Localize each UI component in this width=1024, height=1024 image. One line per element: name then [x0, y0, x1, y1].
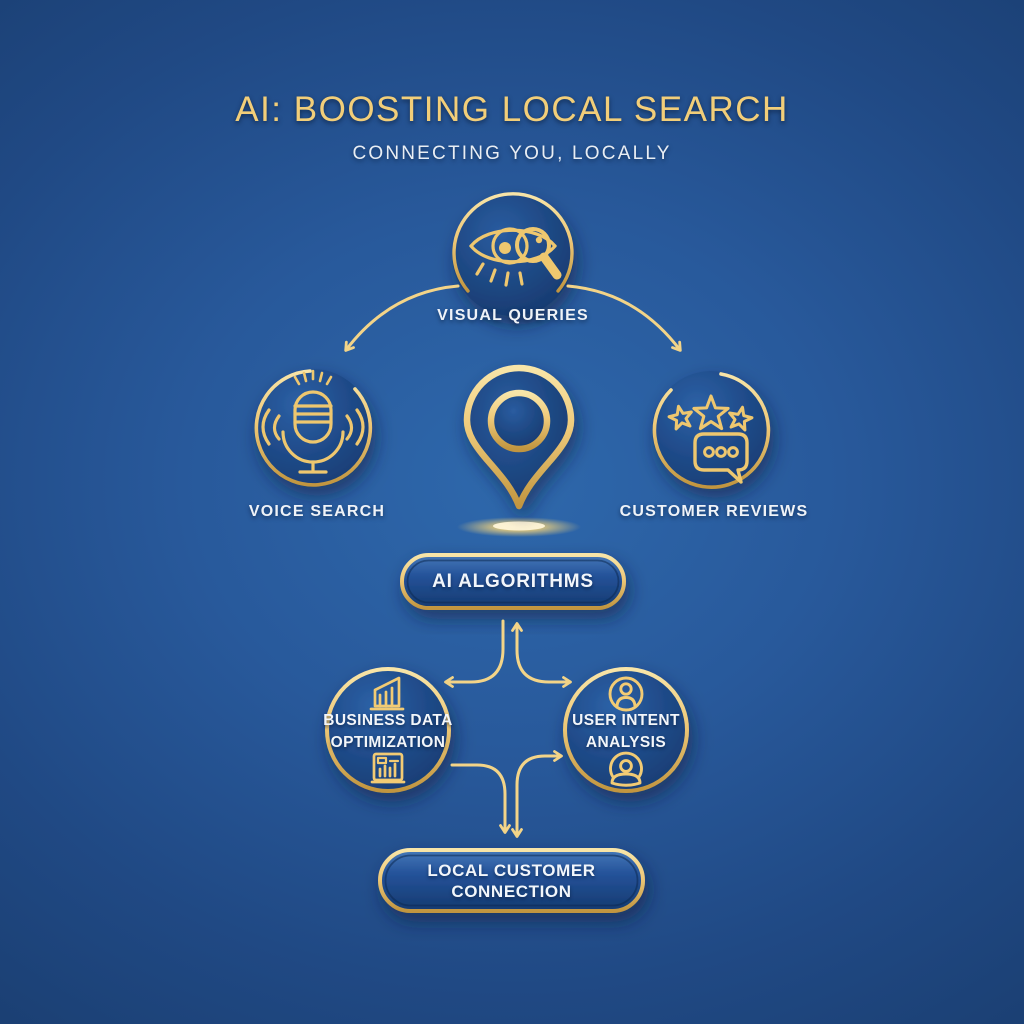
customer-reviews-node [652, 371, 771, 489]
local-customer-line1: LOCAL CUSTOMER [427, 860, 596, 880]
arrow-visual-to-reviews [566, 284, 682, 352]
user-intent-line2: ANALYSIS [585, 734, 667, 751]
growth-bar-chart-icon [369, 676, 405, 711]
user-intent-node [563, 667, 689, 793]
microphone-icon [261, 369, 365, 474]
arrow-to-user-intent-and-up [511, 622, 572, 688]
ai-algorithms-label: AI ALGORITHMS [432, 570, 594, 592]
voice-search-node [254, 369, 373, 487]
local-customer-pill [378, 848, 645, 913]
framed-bar-chart-icon [370, 752, 406, 784]
location-pin-node [457, 364, 581, 537]
business-data-line1: BUSINESS DATA [323, 712, 453, 729]
eye-magnifier-icon [469, 227, 562, 287]
user-avatar-icon [608, 676, 644, 712]
flow-arrows-lower [450, 750, 563, 838]
visual-queries-label: VISUAL QUERIES [437, 307, 589, 324]
business-data-node [325, 667, 451, 793]
user-scan-icon [609, 751, 643, 787]
stars-speech-bubble-icon [665, 394, 756, 484]
arrow-to-user-intent-and-down [511, 750, 563, 838]
arrow-visual-to-voice [344, 284, 460, 352]
customer-reviews-label: CUSTOMER REVIEWS [619, 503, 809, 520]
ai-algorithms-pill [400, 553, 626, 610]
arrow-business-to-connection [450, 763, 511, 834]
user-intent-line1: USER INTENT [572, 712, 680, 729]
visual-queries-node [452, 192, 574, 316]
local-customer-label: LOCAL CUSTOMER CONNECTION [380, 850, 643, 911]
business-data-line2: OPTIMIZATION [330, 734, 446, 751]
arrow-to-business [444, 619, 505, 688]
flow-arrows-upper [444, 619, 572, 688]
user-intent-label: USER INTENT ANALYSIS [572, 710, 680, 754]
page-subtitle: CONNECTING YOU, LOCALLY [352, 143, 672, 164]
page-title: AI: BOOSTING LOCAL SEARCH [235, 90, 789, 129]
location-pin-icon [463, 364, 575, 510]
local-customer-line2: CONNECTION [451, 881, 572, 901]
voice-search-label: VOICE SEARCH [248, 503, 386, 520]
business-data-label: BUSINESS DATA OPTIMIZATION [323, 710, 453, 754]
